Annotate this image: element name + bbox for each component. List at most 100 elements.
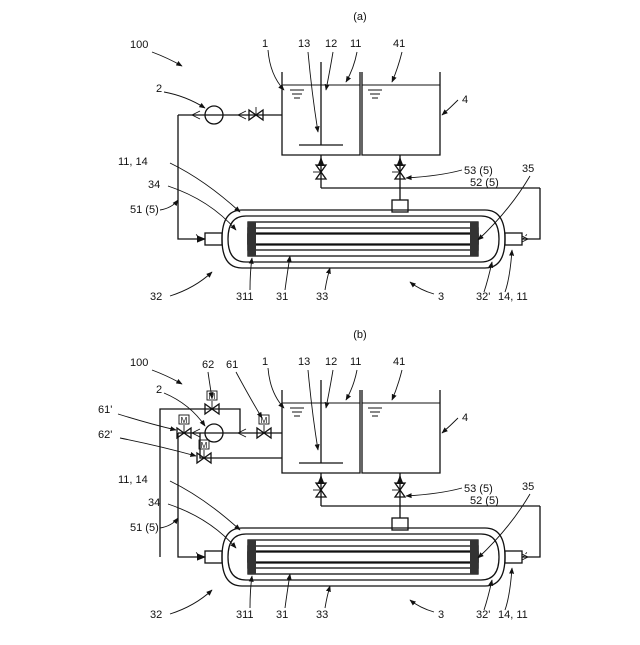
label-31: 31 bbox=[276, 291, 288, 303]
label-31: 31 bbox=[276, 609, 288, 621]
label-32: 32 bbox=[150, 609, 162, 621]
level-mark-4 bbox=[368, 90, 382, 98]
panel-a: (a)113121141453 (5)52 (5)11, 143451 (5)3… bbox=[118, 11, 540, 303]
end-plate-right bbox=[470, 222, 478, 256]
label-33: 33 bbox=[316, 609, 328, 621]
label-34: 34 bbox=[148, 497, 160, 509]
leader-2 bbox=[164, 92, 205, 108]
leader-41 bbox=[392, 52, 402, 82]
label-4: 4 bbox=[462, 94, 468, 106]
panel-title: (a) bbox=[353, 11, 366, 23]
membrane-core-hatch bbox=[248, 552, 478, 562]
leader-32 bbox=[170, 590, 212, 614]
leader-53 bbox=[406, 170, 462, 178]
pipe-51 bbox=[178, 433, 205, 557]
level-mark-1 bbox=[290, 408, 304, 416]
membrane-core bbox=[248, 546, 478, 568]
leader-13 bbox=[308, 370, 318, 450]
label-62: 62 bbox=[202, 359, 214, 371]
panel-title: (b) bbox=[353, 329, 366, 341]
leader-53 bbox=[406, 488, 462, 496]
label-13: 13 bbox=[298, 38, 310, 50]
label-33: 33 bbox=[316, 291, 328, 303]
valve-tank-1 bbox=[313, 165, 326, 179]
label-14-11: 14, 11 bbox=[498, 291, 528, 303]
leader-11 bbox=[346, 370, 357, 400]
valve-61: M bbox=[257, 415, 271, 438]
leader-12 bbox=[326, 370, 333, 408]
leader-32p bbox=[484, 262, 492, 292]
leader-100 bbox=[152, 370, 182, 384]
valve-62p: M bbox=[197, 440, 211, 463]
leader-100 bbox=[152, 52, 182, 66]
tank-4-wall bbox=[362, 72, 440, 155]
label-53: 53 (5) bbox=[464, 165, 493, 177]
label-61p: 61' bbox=[98, 404, 112, 416]
valve-tank-1 bbox=[313, 483, 326, 497]
valve-61p: M bbox=[177, 415, 191, 438]
leader-4 bbox=[442, 100, 458, 115]
leader-41 bbox=[392, 370, 402, 400]
label-51: 51 (5) bbox=[130, 522, 159, 534]
membrane-core bbox=[248, 228, 478, 250]
level-mark-1 bbox=[290, 90, 304, 98]
leader-311 bbox=[250, 576, 252, 608]
label-3: 3 bbox=[438, 291, 444, 303]
drain-mark-left bbox=[195, 233, 200, 239]
label-41: 41 bbox=[393, 356, 405, 368]
label-52: 52 (5) bbox=[470, 177, 499, 189]
pipe-52-right bbox=[522, 188, 540, 239]
label-35: 35 bbox=[522, 163, 534, 175]
leader-31 bbox=[285, 574, 290, 608]
leader-4 bbox=[442, 418, 458, 433]
label-32: 32 bbox=[150, 291, 162, 303]
label-4: 4 bbox=[462, 412, 468, 424]
leader-311 bbox=[250, 258, 252, 290]
module-inner bbox=[228, 534, 499, 580]
label-51: 51 (5) bbox=[130, 204, 159, 216]
label-1: 1 bbox=[262, 38, 268, 50]
label-11-14: 11, 14 bbox=[118, 474, 148, 486]
valve-62: M bbox=[205, 391, 219, 414]
motor-label: M bbox=[181, 416, 188, 425]
nozzle-right bbox=[505, 551, 522, 563]
valve-tank-4 bbox=[392, 483, 405, 497]
module-shell bbox=[222, 528, 505, 586]
label-100: 100 bbox=[130, 39, 148, 51]
membrane-bundle bbox=[248, 540, 478, 574]
valve-tank-4 bbox=[392, 165, 405, 179]
motor-label: M bbox=[201, 441, 208, 450]
level-mark-4 bbox=[368, 408, 382, 416]
membrane-bundle bbox=[248, 222, 478, 256]
pipe-52-right bbox=[522, 506, 540, 557]
drain-mark-left bbox=[195, 551, 200, 557]
nozzle-left bbox=[205, 233, 222, 245]
label-1: 1 bbox=[262, 356, 268, 368]
label-52: 52 (5) bbox=[470, 495, 499, 507]
membrane-core-hatch bbox=[248, 234, 478, 244]
leader-62p bbox=[120, 438, 196, 456]
label-61: 61 bbox=[226, 359, 238, 371]
nozzle-right bbox=[505, 233, 522, 245]
leader-51 bbox=[160, 518, 178, 528]
leader-11-14 bbox=[170, 481, 240, 530]
leader-32p bbox=[484, 580, 492, 610]
end-plate-right bbox=[470, 540, 478, 574]
panel-b: (b)113121141453 (5)52 (5)11, 143451 (5)3… bbox=[98, 329, 540, 621]
leader-11-14 bbox=[170, 163, 240, 212]
leader-13 bbox=[308, 52, 318, 132]
leader-33 bbox=[325, 586, 330, 608]
label-12: 12 bbox=[325, 356, 337, 368]
label-53: 53 (5) bbox=[464, 483, 493, 495]
valve-feed bbox=[249, 107, 263, 120]
leader-3 bbox=[410, 282, 434, 294]
leader-11 bbox=[346, 52, 357, 82]
label-2: 2 bbox=[156, 83, 162, 95]
label-100: 100 bbox=[130, 357, 148, 369]
nozzle-left bbox=[205, 551, 222, 563]
label-2: 2 bbox=[156, 384, 162, 396]
label-311: 311 bbox=[236, 291, 254, 303]
pipe-51 bbox=[178, 115, 205, 239]
